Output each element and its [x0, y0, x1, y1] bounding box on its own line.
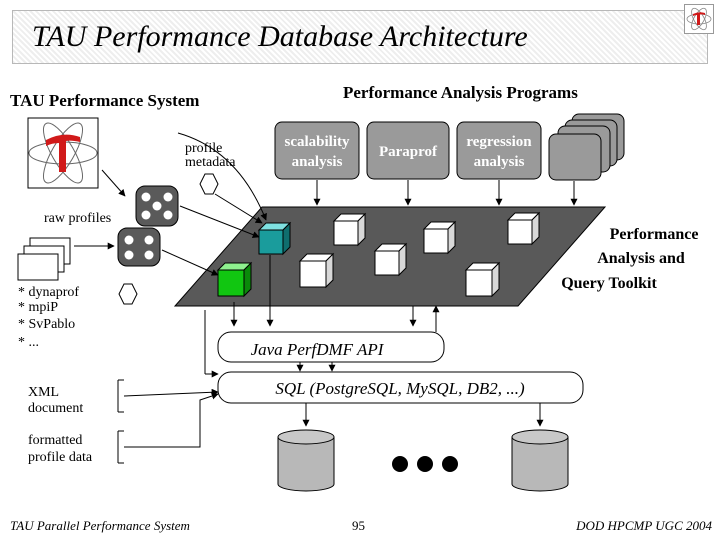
tau-system-logo-icon [27, 117, 99, 189]
source-item-mpip: * mpiP [18, 300, 58, 315]
formatted-bracket [117, 430, 124, 464]
raw-profiles-label: raw profiles [44, 211, 111, 226]
program-box-regression: regression analysis [456, 121, 542, 180]
program-label-regression-2: analysis [474, 154, 525, 170]
white-cube [298, 252, 335, 289]
database-cylinder-2 [511, 429, 569, 492]
source-item-more: * ... [18, 335, 39, 350]
program-box-paraprof: Paraprof [366, 121, 450, 180]
teal-cube [257, 221, 292, 256]
tau-logo-icon [684, 4, 714, 34]
xml-label-1: XML [28, 385, 59, 400]
white-cube [373, 242, 408, 277]
toolkit-label-1: Performance [610, 226, 699, 243]
slide-title: TAU Performance Database Architecture [32, 20, 528, 53]
xml-label-2: document [28, 401, 83, 416]
database-cylinder-1 [277, 429, 335, 492]
white-cube [332, 212, 367, 247]
ellipsis-dot [392, 456, 408, 472]
source-item-dynaprof: * dynaprof [18, 285, 79, 300]
sql-box [217, 371, 584, 404]
source-hexagon-icon [118, 283, 138, 305]
programs-heading: Performance Analysis Programs [343, 83, 578, 102]
profile-metadata-label-1: profile [185, 141, 222, 156]
footer-left: TAU Parallel Performance System [10, 518, 190, 533]
formatted-label-2: profile data [28, 450, 93, 465]
toolkit-label-3: Query Toolkit [561, 275, 657, 292]
raw-profile-box-2 [117, 227, 161, 267]
formatted-label-1: formatted [28, 433, 82, 448]
green-cube [216, 261, 253, 298]
architecture-diagram: TAU Performance System Performance Analy… [10, 83, 699, 492]
white-cube [464, 261, 501, 298]
java-api-box [217, 331, 445, 363]
raw-profile-box-1 [135, 185, 179, 227]
program-label-regression-1: regression [466, 134, 532, 150]
xml-bracket [117, 379, 124, 413]
ellipsis-dot [417, 456, 433, 472]
program-label-scalability-2: analysis [292, 154, 343, 170]
white-cube [506, 211, 541, 246]
source-item-svpablo: * SvPablo [18, 317, 75, 332]
profile-metadata-label-2: metadata [185, 155, 236, 170]
program-box-scalability: scalability analysis [274, 121, 360, 180]
java-api-label: Java PerfDMF API [251, 340, 385, 359]
title-band [12, 10, 708, 64]
page-number: 95 [352, 518, 365, 533]
cube-group [216, 211, 541, 298]
ellipsis-dot [442, 456, 458, 472]
footer-right: DOD HPCMP UGC 2004 [576, 518, 712, 533]
metadata-hexagon-icon [199, 173, 219, 195]
program-label-paraprof: Paraprof [379, 144, 438, 160]
document-stack-icon [17, 237, 71, 281]
toolkit-label-2: Analysis and [597, 250, 685, 267]
program-label-scalability-1: scalability [284, 134, 350, 150]
white-cube [422, 220, 457, 255]
system-heading: TAU Performance System [10, 91, 199, 110]
program-box-stack [548, 113, 625, 181]
sql-label: SQL (PostgreSQL, MySQL, DB2, ...) [275, 379, 525, 398]
